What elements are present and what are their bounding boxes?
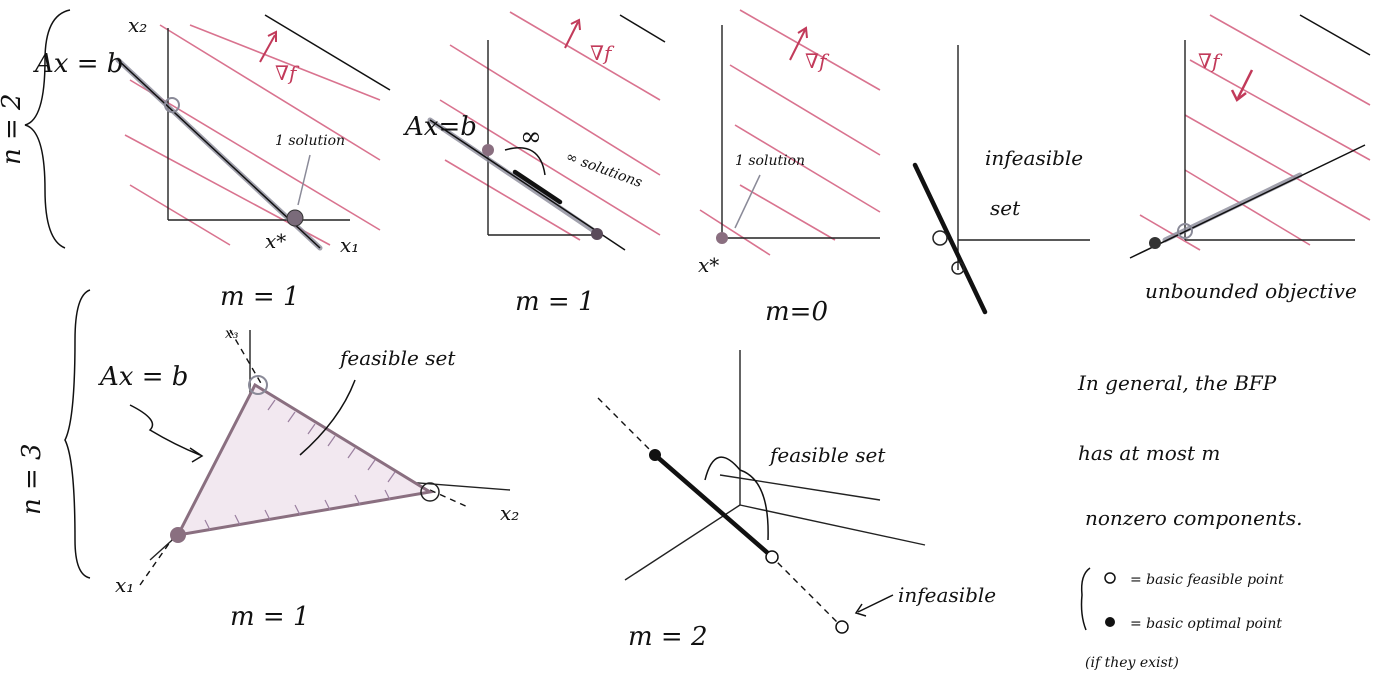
n3-label: n = 3 (17, 443, 47, 515)
grad-label: ∇f (1198, 49, 1223, 73)
gradient-arrow (789, 29, 806, 61)
grad-label: ∇f (590, 41, 615, 65)
constraint-label: Ax=b (403, 112, 477, 142)
feasible-triangle (175, 382, 435, 537)
legend-tail: (if they exist) (1085, 655, 1179, 671)
legend-filled-circle (1105, 617, 1115, 627)
gradient-arrow (564, 21, 579, 49)
x3-label: x₃ (225, 326, 239, 342)
axis-label-x: x₁ (340, 233, 359, 257)
m-label: m = 1 (515, 287, 595, 317)
grad-label: ∇f (805, 49, 830, 73)
feasible-set-label: feasible set (338, 346, 456, 370)
general-notes: In general, the BFP has at most m nonzer… (1077, 371, 1302, 671)
x2-label: x₂ (500, 501, 519, 525)
hatching (204, 399, 396, 531)
objective-contours (1139, 14, 1371, 251)
optimal-point (286, 209, 304, 227)
infeasible-line1: infeasible (985, 146, 1083, 170)
panel-5: ∇f unbounded objective (1129, 14, 1371, 303)
note-line-1: In general, the BFP (1077, 371, 1277, 395)
n2-label: n = 2 (0, 93, 27, 165)
constraint-line (912, 162, 988, 315)
panel-6: Ax = b feasible set x₃ x₂ x₁ m = 1 (98, 326, 519, 632)
axis-x (624, 504, 741, 581)
infeasible-line2: set (990, 196, 1021, 220)
m-label: m = 2 (628, 622, 708, 652)
vertex-marker (591, 228, 603, 240)
note-line-2: has at most m (1078, 441, 1220, 465)
axis-label-y: x₂ (128, 13, 147, 37)
opt-label: x* (698, 253, 719, 277)
optimal-point (716, 232, 728, 244)
vertex-marker (1149, 237, 1161, 249)
infeasible-label: infeasible (898, 583, 996, 607)
gradient-arrow (259, 34, 276, 63)
infeasible-point (835, 620, 849, 634)
vertex-marker (164, 97, 180, 113)
feasible-segment (652, 452, 773, 558)
m-label: m = 1 (230, 602, 310, 632)
objective-contours (699, 9, 881, 256)
brace-n2: n = 2 (0, 9, 71, 249)
x1-label: x₁ (115, 573, 134, 597)
solution-note: 1 solution (735, 153, 805, 169)
constraint-label: Ax = b (33, 49, 123, 79)
constraint-label: Ax = b (98, 362, 188, 392)
feasible-set-label: feasible set (768, 443, 886, 467)
panel-1: ∇f Ax = b x₂ x₁ 1 solution x* m = 1 (33, 13, 391, 312)
panel-7: feasible set infeasible m = 2 (597, 350, 996, 652)
axis-y (739, 504, 926, 546)
panel-2: ∇f Ax=b ∞ ∞ solutions m = 1 (403, 11, 666, 317)
opt-label: x* (265, 229, 286, 253)
brace-n3: n = 3 (17, 289, 91, 579)
legend-filled-text: = basic optimal point (1130, 616, 1282, 632)
feasible-ray (1162, 172, 1303, 243)
solution-note: ∞ solutions (564, 149, 645, 191)
panel-3: ∇f 1 solution x* m=0 (698, 9, 881, 327)
m-label: m = 1 (220, 282, 300, 312)
objective-contours (124, 14, 391, 246)
note-line-3: nonzero components. (1085, 506, 1302, 530)
gradient-arrow (1236, 69, 1254, 99)
unbounded-note: unbounded objective (1145, 279, 1357, 303)
m-label: m=0 (765, 297, 828, 327)
vertex-marker (482, 144, 494, 156)
panel-4: infeasible set (912, 45, 1090, 315)
optimal-point (649, 449, 661, 461)
feasible-point (765, 550, 779, 564)
infinity-label: ∞ (520, 122, 542, 152)
grad-label: ∇f (275, 61, 300, 85)
legend-open-text: = basic feasible point (1130, 572, 1284, 588)
legend-open-circle (1104, 572, 1116, 584)
solution-note: 1 solution (275, 133, 345, 149)
objective-contours (439, 11, 666, 241)
